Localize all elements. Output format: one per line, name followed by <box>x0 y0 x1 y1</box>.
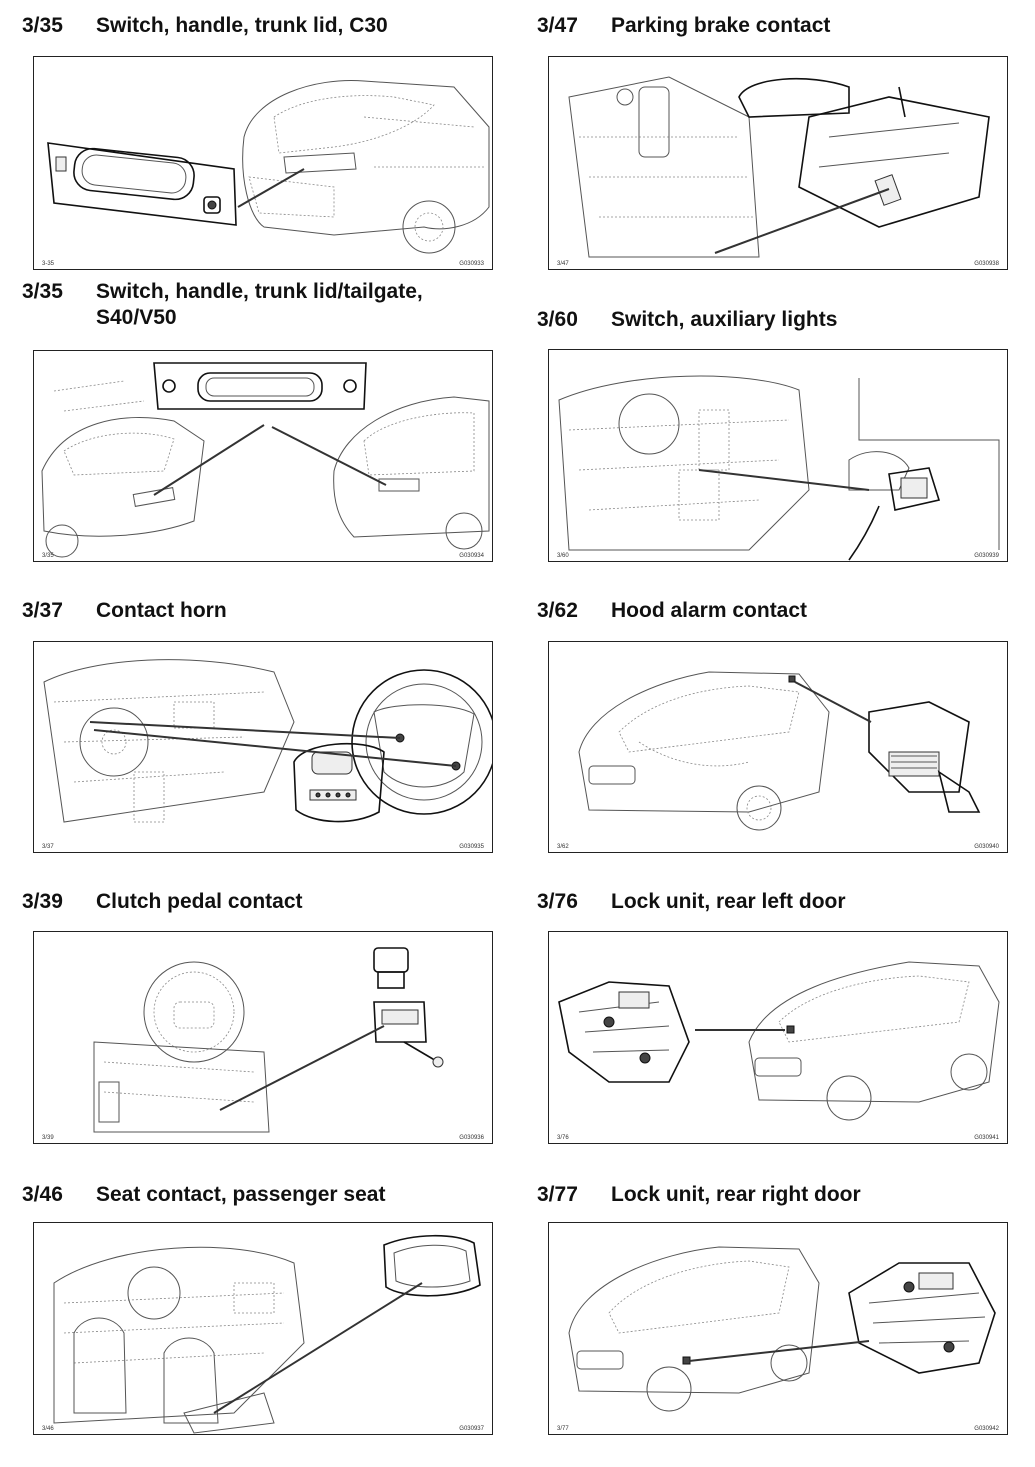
hood-alarm-contact-illustration <box>578 671 981 831</box>
illustration-frame: 3/47 G030938 <box>548 56 1008 270</box>
figure-ref-right: G030942 <box>974 1426 999 1432</box>
figure-ref-right: G030941 <box>974 1135 999 1141</box>
entry-title: Lock unit, rear right door <box>611 1183 861 1206</box>
figure-ref-right: G030935 <box>459 844 484 850</box>
auxiliary-lights-switch-illustration <box>558 375 1000 561</box>
figure-ref-left: 3/62 <box>557 844 569 850</box>
figure-ref-left: 3/77 <box>557 1426 569 1432</box>
figure-ref-right: G030940 <box>974 844 999 850</box>
illustration-frame: 3/37 G030935 <box>33 641 493 853</box>
figure-ref-left: 3/47 <box>557 261 569 267</box>
lock-unit-rear-right-door-illustration <box>568 1246 996 1412</box>
figure-ref-left: 3/76 <box>557 1135 569 1141</box>
illustration-frame: 3/39 G030936 <box>33 931 493 1144</box>
entry-code: 3/60 <box>537 308 578 331</box>
figure-ref-left: 3/60 <box>557 553 569 559</box>
illustration-frame: 3/35 G030934 <box>33 350 493 562</box>
figure-ref-right: G030934 <box>459 553 484 559</box>
entry-code: 3/35 <box>22 14 63 37</box>
figure-ref-left: 3/46 <box>42 1426 54 1432</box>
entry-title: Seat contact, passenger seat <box>96 1183 386 1206</box>
entry-title: Switch, handle, trunk lid/tailgate, <box>96 280 423 303</box>
figure-ref-right: G030936 <box>459 1135 484 1141</box>
contact-horn-illustration <box>43 659 492 823</box>
illustration-frame: 3/60 G030939 <box>548 349 1008 562</box>
illustration-frame: 3/62 G030940 <box>548 641 1008 853</box>
entry-title: Lock unit, rear left door <box>611 890 846 913</box>
trunk-lid-handle-c30-illustration <box>47 80 490 254</box>
entry-title: Switch, auxiliary lights <box>611 308 838 331</box>
figure-ref-right: G030939 <box>974 553 999 559</box>
trunk-lid-handle-s40-v50-illustration <box>41 362 490 558</box>
figure-ref-left: 3/37 <box>42 844 54 850</box>
figure-ref-left: 3/35 <box>42 553 54 559</box>
figure-ref-right: G030937 <box>459 1426 484 1432</box>
entry-title-line2: S40/V50 <box>96 306 177 329</box>
figure-ref-left: 3-35 <box>42 261 55 267</box>
entry-code: 3/39 <box>22 890 63 913</box>
figure-ref-right: G030938 <box>974 261 999 267</box>
entry-code: 3/37 <box>22 599 63 622</box>
entry-code: 3/62 <box>537 599 578 622</box>
illustration-frame: 3/77 G030942 <box>548 1222 1008 1435</box>
entry-code: 3/46 <box>22 1183 63 1206</box>
entry-title: Clutch pedal contact <box>96 890 303 913</box>
entry-title: Hood alarm contact <box>611 599 808 622</box>
entry-title: Contact horn <box>96 599 227 622</box>
illustration-frame: 3-35 G030933 <box>33 56 493 270</box>
clutch-pedal-contact-illustration <box>93 947 444 1133</box>
figure-ref-right: G030933 <box>459 261 484 267</box>
lock-unit-rear-left-door-illustration <box>558 961 1000 1121</box>
entry-code: 3/47 <box>537 14 578 37</box>
illustration-frame: 3/76 G030941 <box>548 931 1008 1144</box>
illustration-frame: 3/46 G030937 <box>33 1222 493 1435</box>
entry-code: 3/77 <box>537 1183 578 1206</box>
entry-title: Parking brake contact <box>611 14 831 37</box>
figure-ref-left: 3/39 <box>42 1135 54 1141</box>
entry-title: Switch, handle, trunk lid, C30 <box>96 14 388 37</box>
seat-contact-passenger-seat-illustration <box>53 1234 481 1434</box>
parking-brake-contact-illustration <box>568 76 990 258</box>
entry-code: 3/35 <box>22 280 63 303</box>
entry-code: 3/76 <box>537 890 578 913</box>
